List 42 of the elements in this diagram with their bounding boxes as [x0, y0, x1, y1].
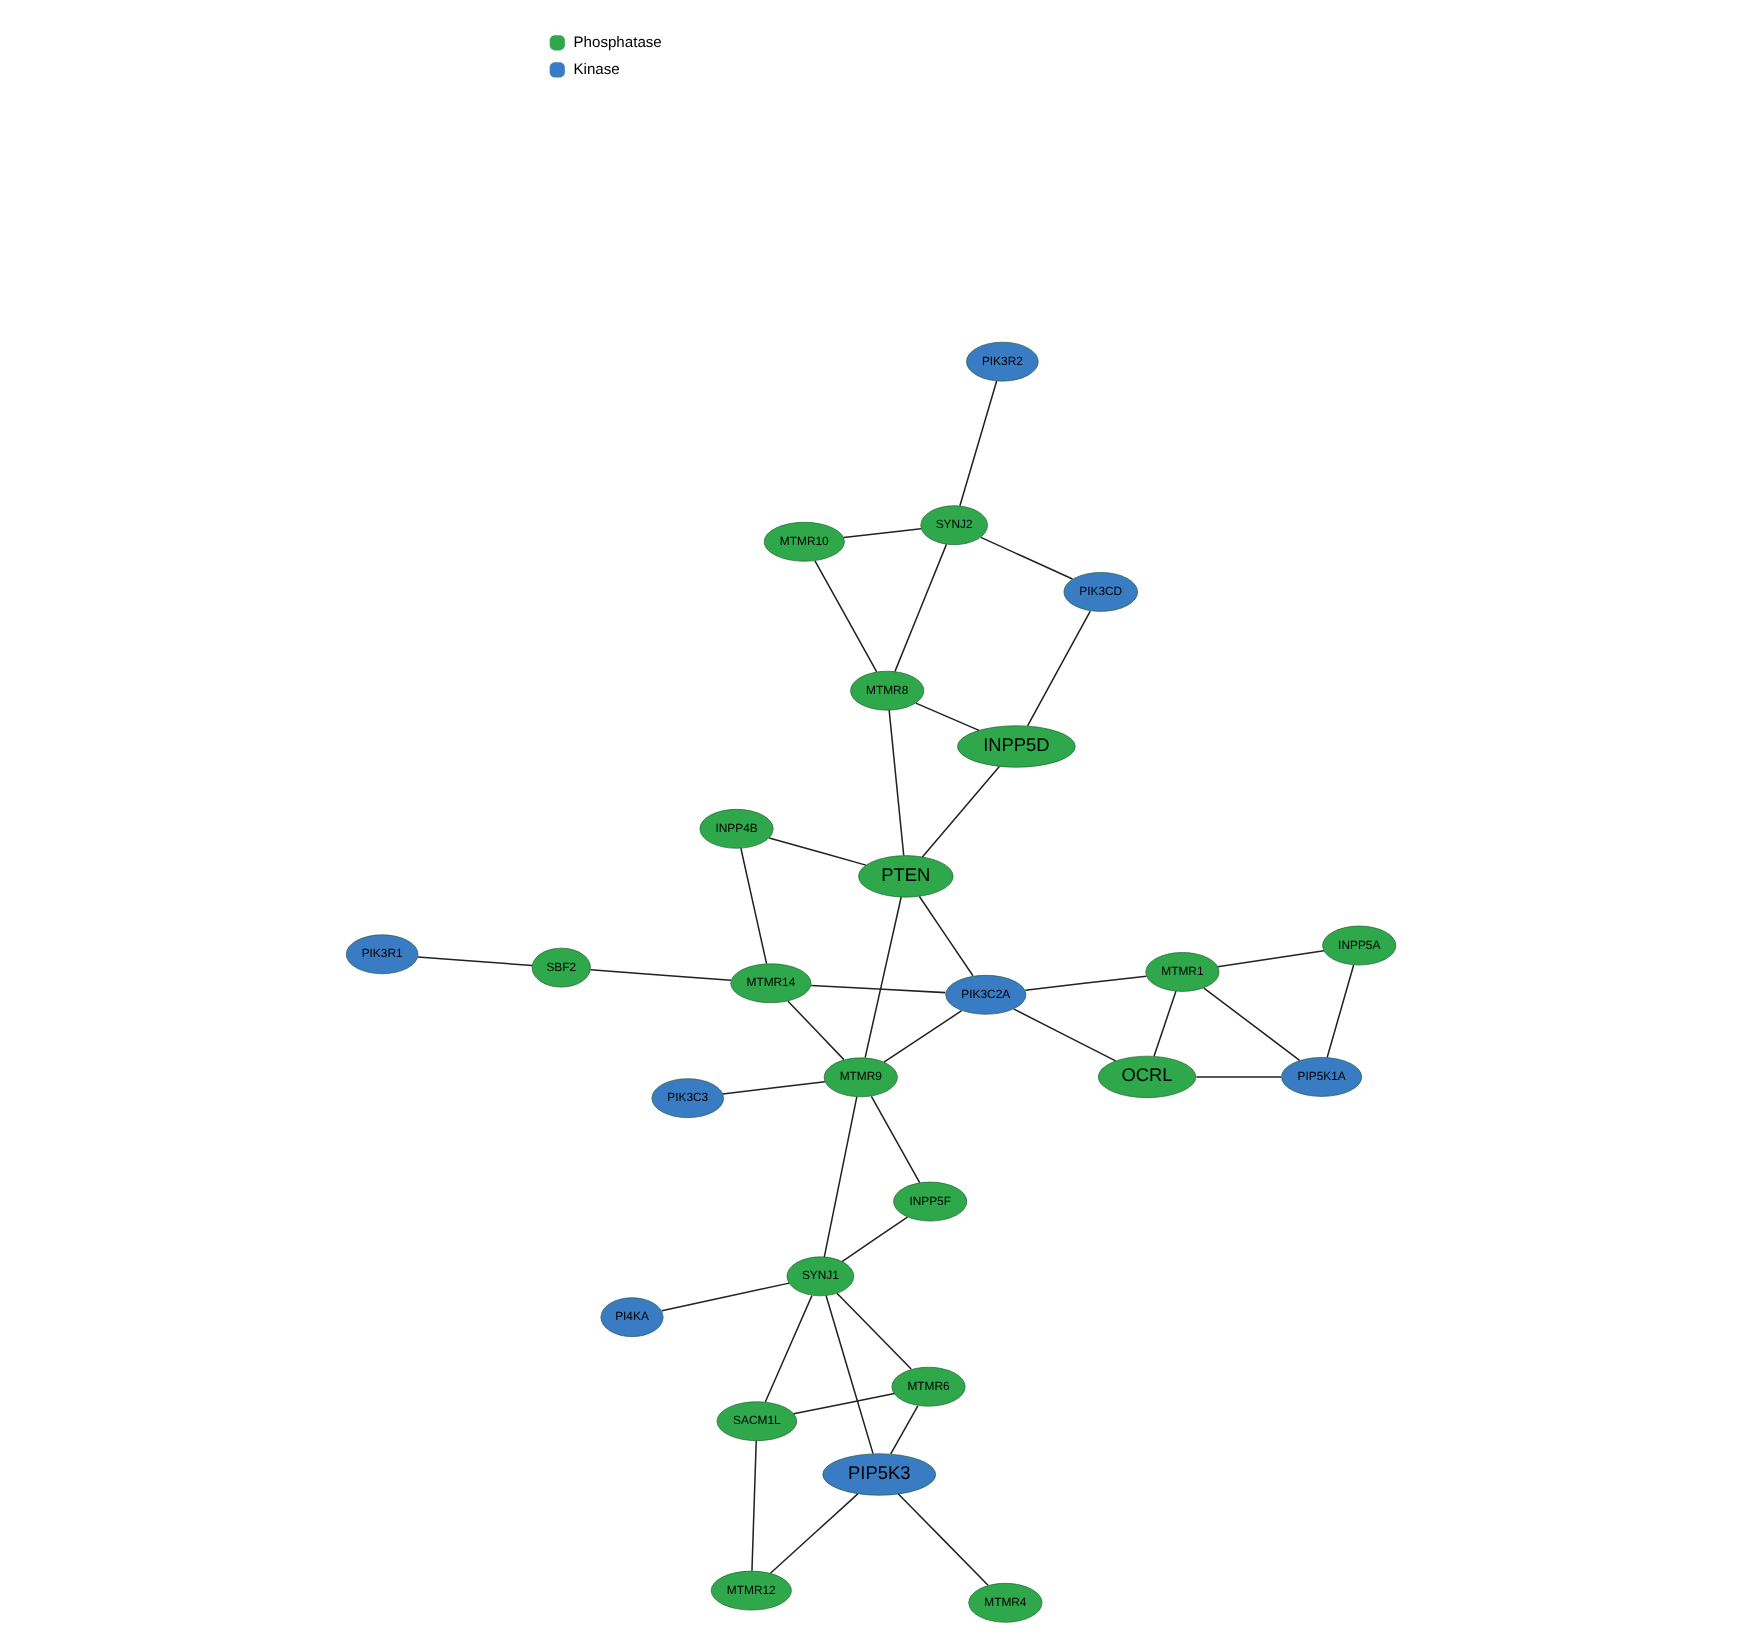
- connector: [1025, 610, 1091, 727]
- connector: [660, 1282, 789, 1312]
- connector: [791, 1392, 895, 1415]
- connector: [739, 847, 767, 965]
- connector: [809, 984, 946, 994]
- connector: [863, 896, 901, 1059]
- connector: [958, 380, 997, 507]
- connector: [920, 765, 1000, 858]
- connector: [840, 1216, 908, 1263]
- connector: [767, 837, 866, 866]
- connector: [1152, 990, 1176, 1057]
- connector: [1215, 950, 1324, 968]
- connector: [1012, 1008, 1116, 1062]
- connector: [841, 528, 921, 539]
- connector: [750, 1440, 756, 1572]
- connector: [835, 1292, 911, 1370]
- connector: [893, 543, 947, 673]
- node-ellipse: INPP5D: [956, 725, 1075, 768]
- connector: [896, 1493, 988, 1586]
- connector: [416, 956, 532, 967]
- connector: [588, 969, 731, 982]
- connector: [1325, 964, 1354, 1059]
- node-ellipse: PIP5K3: [821, 1453, 935, 1496]
- node-ellipse: OCRL: [1097, 1055, 1196, 1098]
- connector: [824, 1294, 873, 1455]
- connector: [979, 536, 1073, 580]
- connector: [721, 1080, 825, 1095]
- connector: [786, 1000, 844, 1061]
- connector: [887, 709, 904, 857]
- connector: [914, 702, 979, 732]
- connector: [813, 560, 877, 673]
- connector: [1023, 975, 1147, 991]
- connector: [882, 1009, 962, 1063]
- connector: [768, 1493, 858, 1574]
- connector: [763, 1294, 812, 1403]
- connector: [822, 1096, 857, 1258]
- connector: [1202, 987, 1300, 1062]
- connector: [917, 895, 973, 977]
- connector: [889, 1405, 918, 1455]
- connector: [1194, 1076, 1281, 1078]
- connector: [869, 1095, 920, 1184]
- node-ellipse: PTEN: [857, 855, 953, 898]
